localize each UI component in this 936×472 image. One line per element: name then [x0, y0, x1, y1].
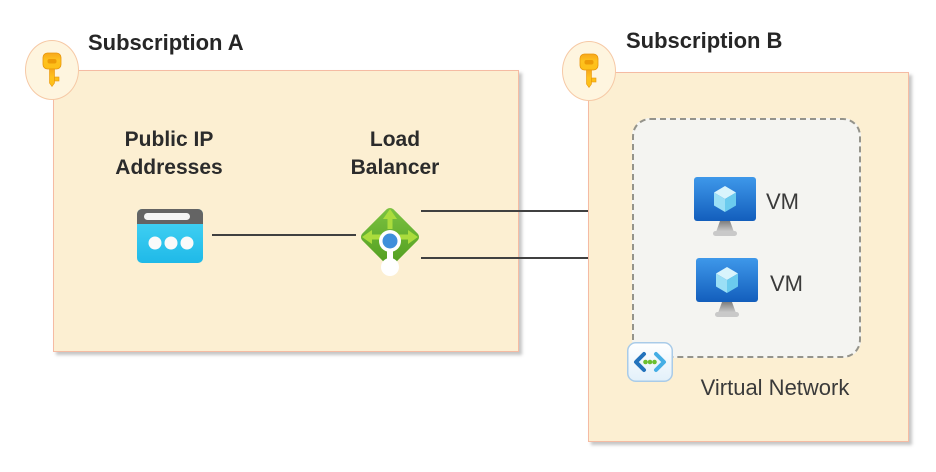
load-balancer-icon: [360, 207, 420, 276]
virtual-network-icon: [627, 342, 673, 382]
subscription-b-title: Subscription B: [626, 28, 783, 53]
load-balancer-label: Load Balancer: [350, 128, 440, 179]
vm1-label: VM: [766, 189, 799, 214]
subscription-b-badge: [562, 41, 616, 101]
arrow-to-vm1-shaft: [421, 210, 673, 212]
subscription-a-badge: [25, 40, 79, 100]
virtual-machine-icon: [696, 258, 758, 317]
public-ip-browser-icon: [137, 209, 203, 263]
virtual-network-label: Virtual Network: [700, 375, 850, 400]
arrow-to-vm2-shaft: [421, 257, 673, 259]
connector-publicip-loadbalancer: [212, 234, 356, 236]
subscription-a-title: Subscription A: [88, 30, 244, 55]
public-ip-label: Public IP Addresses: [115, 128, 223, 179]
virtual-machine-icon: [694, 177, 756, 236]
virtual-network-box: [632, 118, 861, 358]
key-icon: [42, 52, 62, 88]
vm2-label: VM: [770, 271, 803, 296]
key-icon: [579, 53, 599, 89]
